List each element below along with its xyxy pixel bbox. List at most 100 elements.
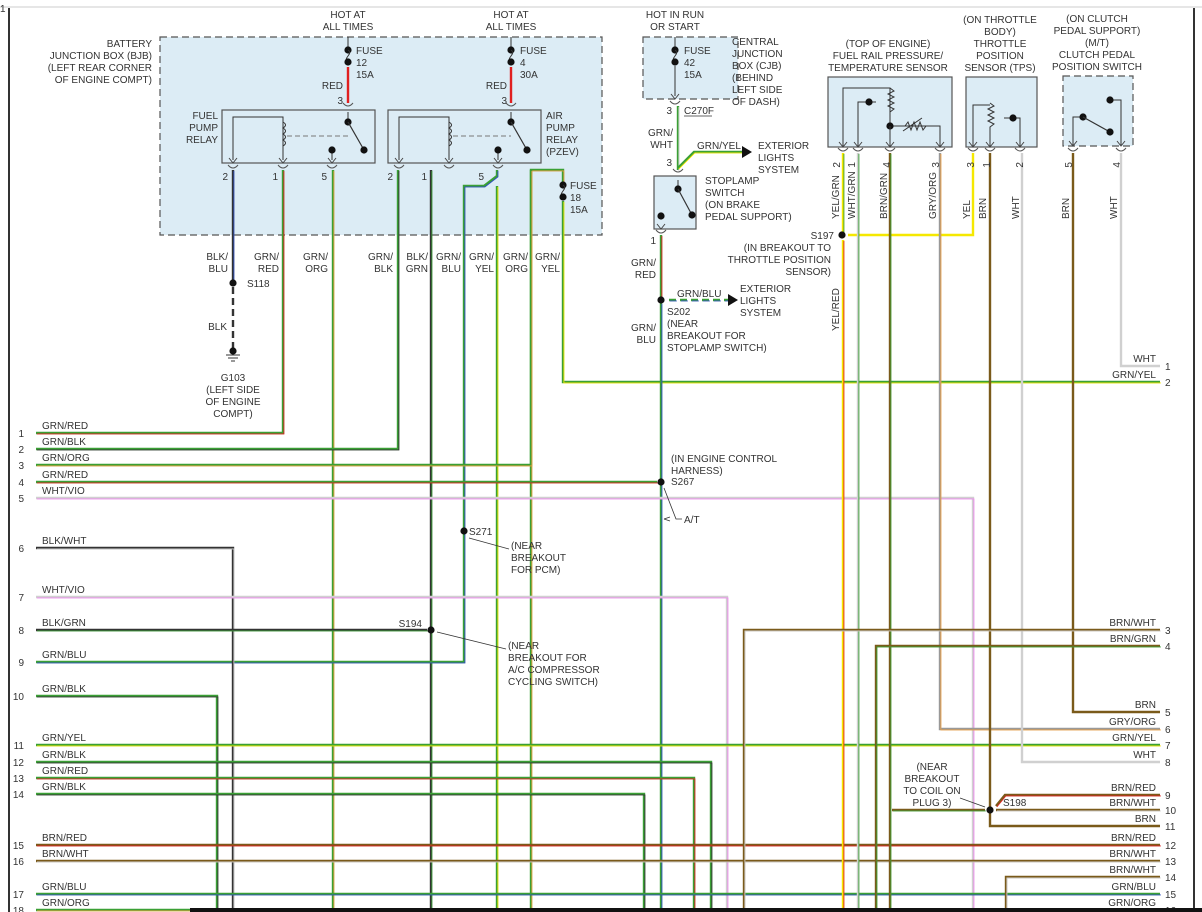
wire-color-label: BRN/GRN	[879, 173, 890, 219]
brn-red-wire-right9-stripe	[996, 795, 1161, 808]
brn-red-wire-right9	[995, 793, 1160, 807]
wire-color-label: GRN/	[648, 128, 673, 139]
grn-blk-wire-pin10	[36, 694, 219, 912]
resistor-icon	[886, 87, 896, 113]
right-connector-pin-number: 4	[1165, 642, 1171, 653]
s202-splice-label: STOPLAMP SWITCH)	[667, 343, 767, 354]
right-connector-wire-label: GRN/BLU	[1112, 882, 1156, 893]
right-connector-pin-number: 7	[1165, 741, 1171, 752]
fuse-12-label: 15A	[356, 70, 374, 81]
splice-s271	[460, 527, 468, 535]
right-connector-pin-number: 3	[1165, 626, 1171, 637]
right-connector-pin-number: 1	[1165, 362, 1171, 373]
left-connector-wire-label: GRN/BLU	[42, 650, 86, 661]
brn-wht-wire-right3-stripe	[744, 630, 1161, 912]
terminal-arrow	[228, 157, 238, 164]
pointer-arrow	[468, 537, 510, 550]
cpp-contact	[1106, 96, 1114, 104]
left-connector-wire-label: GRN/RED	[42, 766, 88, 777]
splice-label: S194	[399, 619, 423, 630]
wire-color-label: YEL/GRN	[831, 175, 842, 219]
wire-color-label: WHT/GRN	[847, 171, 858, 219]
pin-connector	[655, 229, 667, 234]
fuel-relay-switch-blade	[347, 121, 365, 151]
terminal-arrow	[968, 141, 978, 148]
pin-connector	[984, 147, 996, 152]
wht-vio-wire-pin5	[36, 496, 975, 912]
throttle-position-sensor	[965, 76, 1038, 148]
wire-color-label: BLK	[374, 264, 393, 275]
grn-blk-wire-pin12	[36, 760, 713, 912]
right-connector-pin-number: 10	[1165, 806, 1177, 817]
left-connector-pin-number: 18	[13, 906, 25, 912]
left-connector-pin-number: 10	[13, 692, 25, 703]
s197-note-label: SENSOR)	[785, 267, 831, 278]
left-connector-pin-number: 6	[18, 544, 24, 555]
wire-color-label: BRN	[1061, 198, 1072, 219]
wire-color-label: GRN/	[631, 258, 656, 269]
cjb-label: BOX (CJB)	[732, 61, 781, 72]
s202-splice-label: BREAKOUT FOR	[667, 331, 746, 342]
wire-color-label: YEL	[541, 264, 560, 275]
grn-blk-wire-pin2-stripe	[36, 170, 400, 451]
g103-ground-label: COMPT)	[213, 409, 252, 420]
brn-grn-wire-right4-stripe	[876, 646, 1161, 912]
hot-at-all-times-label: HOT AT	[330, 10, 365, 21]
left-connector-wire-label: BRN/WHT	[42, 849, 89, 860]
g103-ground-label: G103	[221, 373, 246, 384]
pin-label: 3	[966, 162, 977, 168]
wire-color-label: YEL/RED	[831, 288, 842, 331]
left-connector-wire-label: GRN/RED	[42, 421, 88, 432]
s197-note-label: (IN BREAKOUT TO	[744, 243, 831, 254]
right-connector-wire-label: BRN	[1135, 814, 1156, 825]
grn-blu-wire-pin9-stripe	[36, 170, 499, 664]
left-connector-wire-label: GRN/ORG	[42, 898, 90, 909]
s194-note-label: A/C COMPRESSOR	[508, 665, 600, 676]
tps-label: POSITION	[976, 51, 1024, 62]
bottom-scrollbar[interactable]	[190, 908, 1202, 912]
exterior-lights-label: EXTERIOR	[758, 141, 809, 152]
cpp-switch-label: PEDAL SUPPORT)	[1054, 26, 1141, 37]
gry-org-wire-right6	[938, 153, 1160, 731]
s198-note-label: BREAKOUT	[904, 774, 959, 785]
right-connector-pin-number: 5	[1165, 708, 1171, 719]
left-connector-pin-number: 15	[13, 841, 25, 852]
cjb-label: OF DASH)	[732, 97, 780, 108]
fuse-42-label: 42	[684, 58, 696, 69]
wire-color-label: BLK	[208, 322, 227, 333]
bjb-label: JUNCTION BOX (BJB)	[50, 51, 152, 62]
terminal-arrow	[670, 93, 680, 100]
left-connector-pin-number: 7	[18, 593, 24, 604]
grn-red-wire-pin1-stripe	[36, 170, 285, 435]
right-connector-pin-number: 6	[1165, 725, 1171, 736]
splice-label: S197	[811, 231, 835, 242]
pin-label: 3	[337, 96, 343, 107]
s202-splice-label: S202	[667, 307, 691, 318]
left-connector-pin-number: 8	[18, 626, 24, 637]
splice-label: S271	[469, 527, 493, 538]
right-connector-wire-label: BRN/WHT	[1109, 798, 1156, 809]
pin-label: 3	[501, 96, 507, 107]
fuel-pump-relay-label: FUEL	[192, 111, 218, 122]
fuse-18-label: 18	[570, 193, 582, 204]
left-connector-wire-label: GRN/YEL	[42, 733, 86, 744]
s271-note-label: FOR PCM)	[511, 565, 560, 576]
fuse-4-label: 4	[520, 58, 526, 69]
right-connector-pin-number: 14	[1165, 873, 1177, 884]
pin-connector	[852, 147, 864, 152]
grn-yel-ext-lights-wire	[677, 150, 742, 169]
stoplamp-switch-label: PEDAL SUPPORT)	[705, 212, 792, 223]
stoplamp-switch-label: STOPLAMP	[705, 176, 760, 187]
s194-note-label: BREAKOUT FOR	[508, 653, 587, 664]
grn-blk-wire-pin10-stripe	[36, 696, 219, 912]
wire-color-label: GRY/ORG	[928, 172, 939, 219]
stoplamp-switch-blade	[677, 188, 693, 216]
ground-icon	[226, 354, 240, 362]
brn-wht-wire-right3	[742, 628, 1160, 912]
connector-c270f-label: C270F	[684, 106, 714, 117]
wire-color-label: GRN/	[631, 323, 656, 334]
pin-connector	[1115, 147, 1127, 152]
grn-org-wire-pin3	[36, 170, 533, 467]
grn-blk-wire-pin12-stripe	[36, 762, 713, 912]
